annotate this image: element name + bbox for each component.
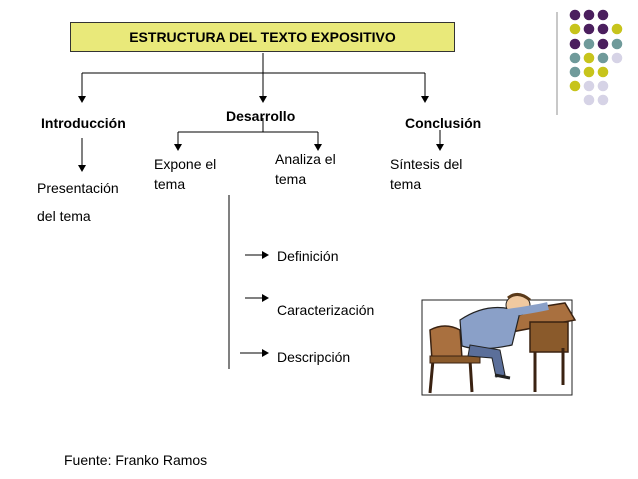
presentacion-text: Presentación — [37, 180, 119, 196]
analiza-line2: tema — [275, 171, 307, 187]
diagram-title: ESTRUCTURA DEL TEXTO EXPOSITIVO — [70, 22, 455, 52]
item-definicion: Definición — [277, 248, 339, 264]
item-descripcion: Descripción — [277, 349, 351, 365]
introduccion-heading: Introducción — [41, 115, 126, 131]
decor-dot-grid — [569, 9, 623, 106]
source-credit: Fuente: Franko Ramos — [64, 452, 208, 468]
desarrollo-heading: Desarrollo — [226, 108, 296, 124]
conclusion-heading: Conclusión — [405, 115, 482, 131]
sintesis-line2: tema — [390, 176, 422, 192]
item-caracterizacion: Caracterización — [277, 302, 375, 318]
sintesis-line1: Síntesis del — [390, 156, 463, 172]
analiza-line1: Analiza el — [275, 151, 336, 167]
expone-line1: Expone el — [154, 156, 217, 172]
del-tema-text: del tema — [37, 208, 91, 224]
expone-line2: tema — [154, 176, 186, 192]
sleeping-student-illustration — [421, 293, 577, 396]
